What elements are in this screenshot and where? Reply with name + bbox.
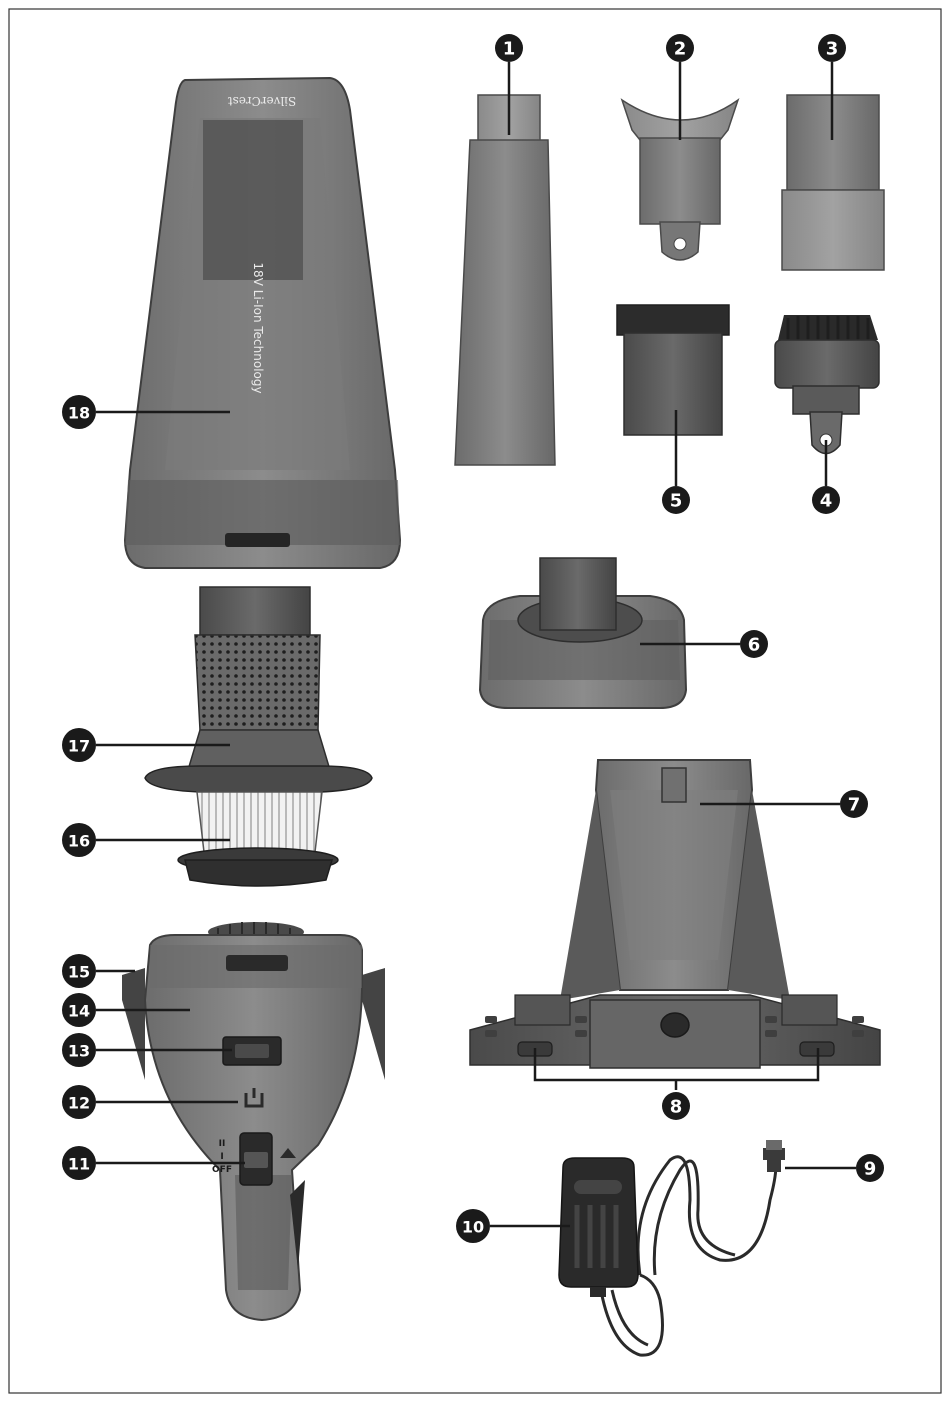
brand-logo-text: SilverCrest — [228, 94, 297, 108]
callout-18-number: 18 — [68, 404, 90, 423]
charging-adapter — [558, 1140, 785, 1357]
callout-7-number: 7 — [848, 795, 861, 816]
wall-mount-station — [469, 759, 881, 1069]
filter-holder — [144, 586, 373, 793]
callout-1-number: 1 — [503, 39, 516, 60]
callout-17: 17 — [62, 728, 96, 762]
callout-14: 14 — [62, 993, 96, 1027]
page-frame — [8, 8, 942, 1394]
callout-2-number: 2 — [674, 39, 687, 60]
dust-container: SilverCrest 18V Li-Ion Technology — [123, 76, 402, 569]
motor-unit: II I OFF — [122, 922, 385, 1322]
switch-label-off: OFF — [212, 1165, 232, 1175]
switch-label-low: I — [220, 1152, 223, 1162]
callout-12: 12 — [62, 1085, 96, 1119]
callout-13-number: 13 — [68, 1042, 90, 1061]
callout-5-number: 5 — [670, 491, 683, 512]
callout-11-number: 11 — [68, 1155, 90, 1174]
flat-nozzle — [616, 304, 730, 436]
callout-12-number: 12 — [68, 1094, 90, 1113]
callout-13: 13 — [62, 1033, 96, 1067]
wide-nozzle — [781, 94, 885, 271]
callout-8-number: 8 — [670, 1097, 683, 1118]
dustbin-label-text: 18V Li-Ion Technology — [251, 262, 265, 393]
callout-16: 16 — [62, 823, 96, 857]
callout-6: 6 — [740, 630, 768, 658]
callout-4-number: 4 — [820, 491, 833, 512]
callout-10: 10 — [456, 1209, 490, 1243]
callout-10-number: 10 — [462, 1218, 484, 1237]
callout-15: 15 — [62, 954, 96, 988]
pleated-filter — [177, 791, 339, 887]
callout-18: 18 — [62, 395, 96, 429]
callout-5: 5 — [662, 486, 690, 514]
callout-8: 8 — [662, 1092, 690, 1120]
callout-4: 4 — [812, 486, 840, 514]
callout-16-number: 16 — [68, 832, 90, 851]
callout-9: 9 — [856, 1154, 884, 1182]
crevice-nozzle — [454, 94, 556, 466]
callout-9-number: 9 — [864, 1159, 877, 1180]
curved-nozzle — [620, 98, 740, 261]
callout-1: 1 — [495, 34, 523, 62]
callout-7: 7 — [840, 790, 868, 818]
callout-11: 11 — [62, 1146, 96, 1180]
callout-14-number: 14 — [68, 1002, 90, 1021]
callout-15-number: 15 — [68, 963, 90, 982]
callout-3-number: 3 — [826, 39, 839, 60]
callout-6-number: 6 — [748, 635, 761, 656]
callout-2: 2 — [666, 34, 694, 62]
turbo-brush-nozzle — [478, 557, 688, 709]
callout-17-number: 17 — [68, 737, 90, 756]
switch-label-high: II — [219, 1139, 226, 1149]
callout-3: 3 — [818, 34, 846, 62]
leader-lines — [96, 62, 856, 1228]
brush-nozzle — [774, 315, 880, 455]
